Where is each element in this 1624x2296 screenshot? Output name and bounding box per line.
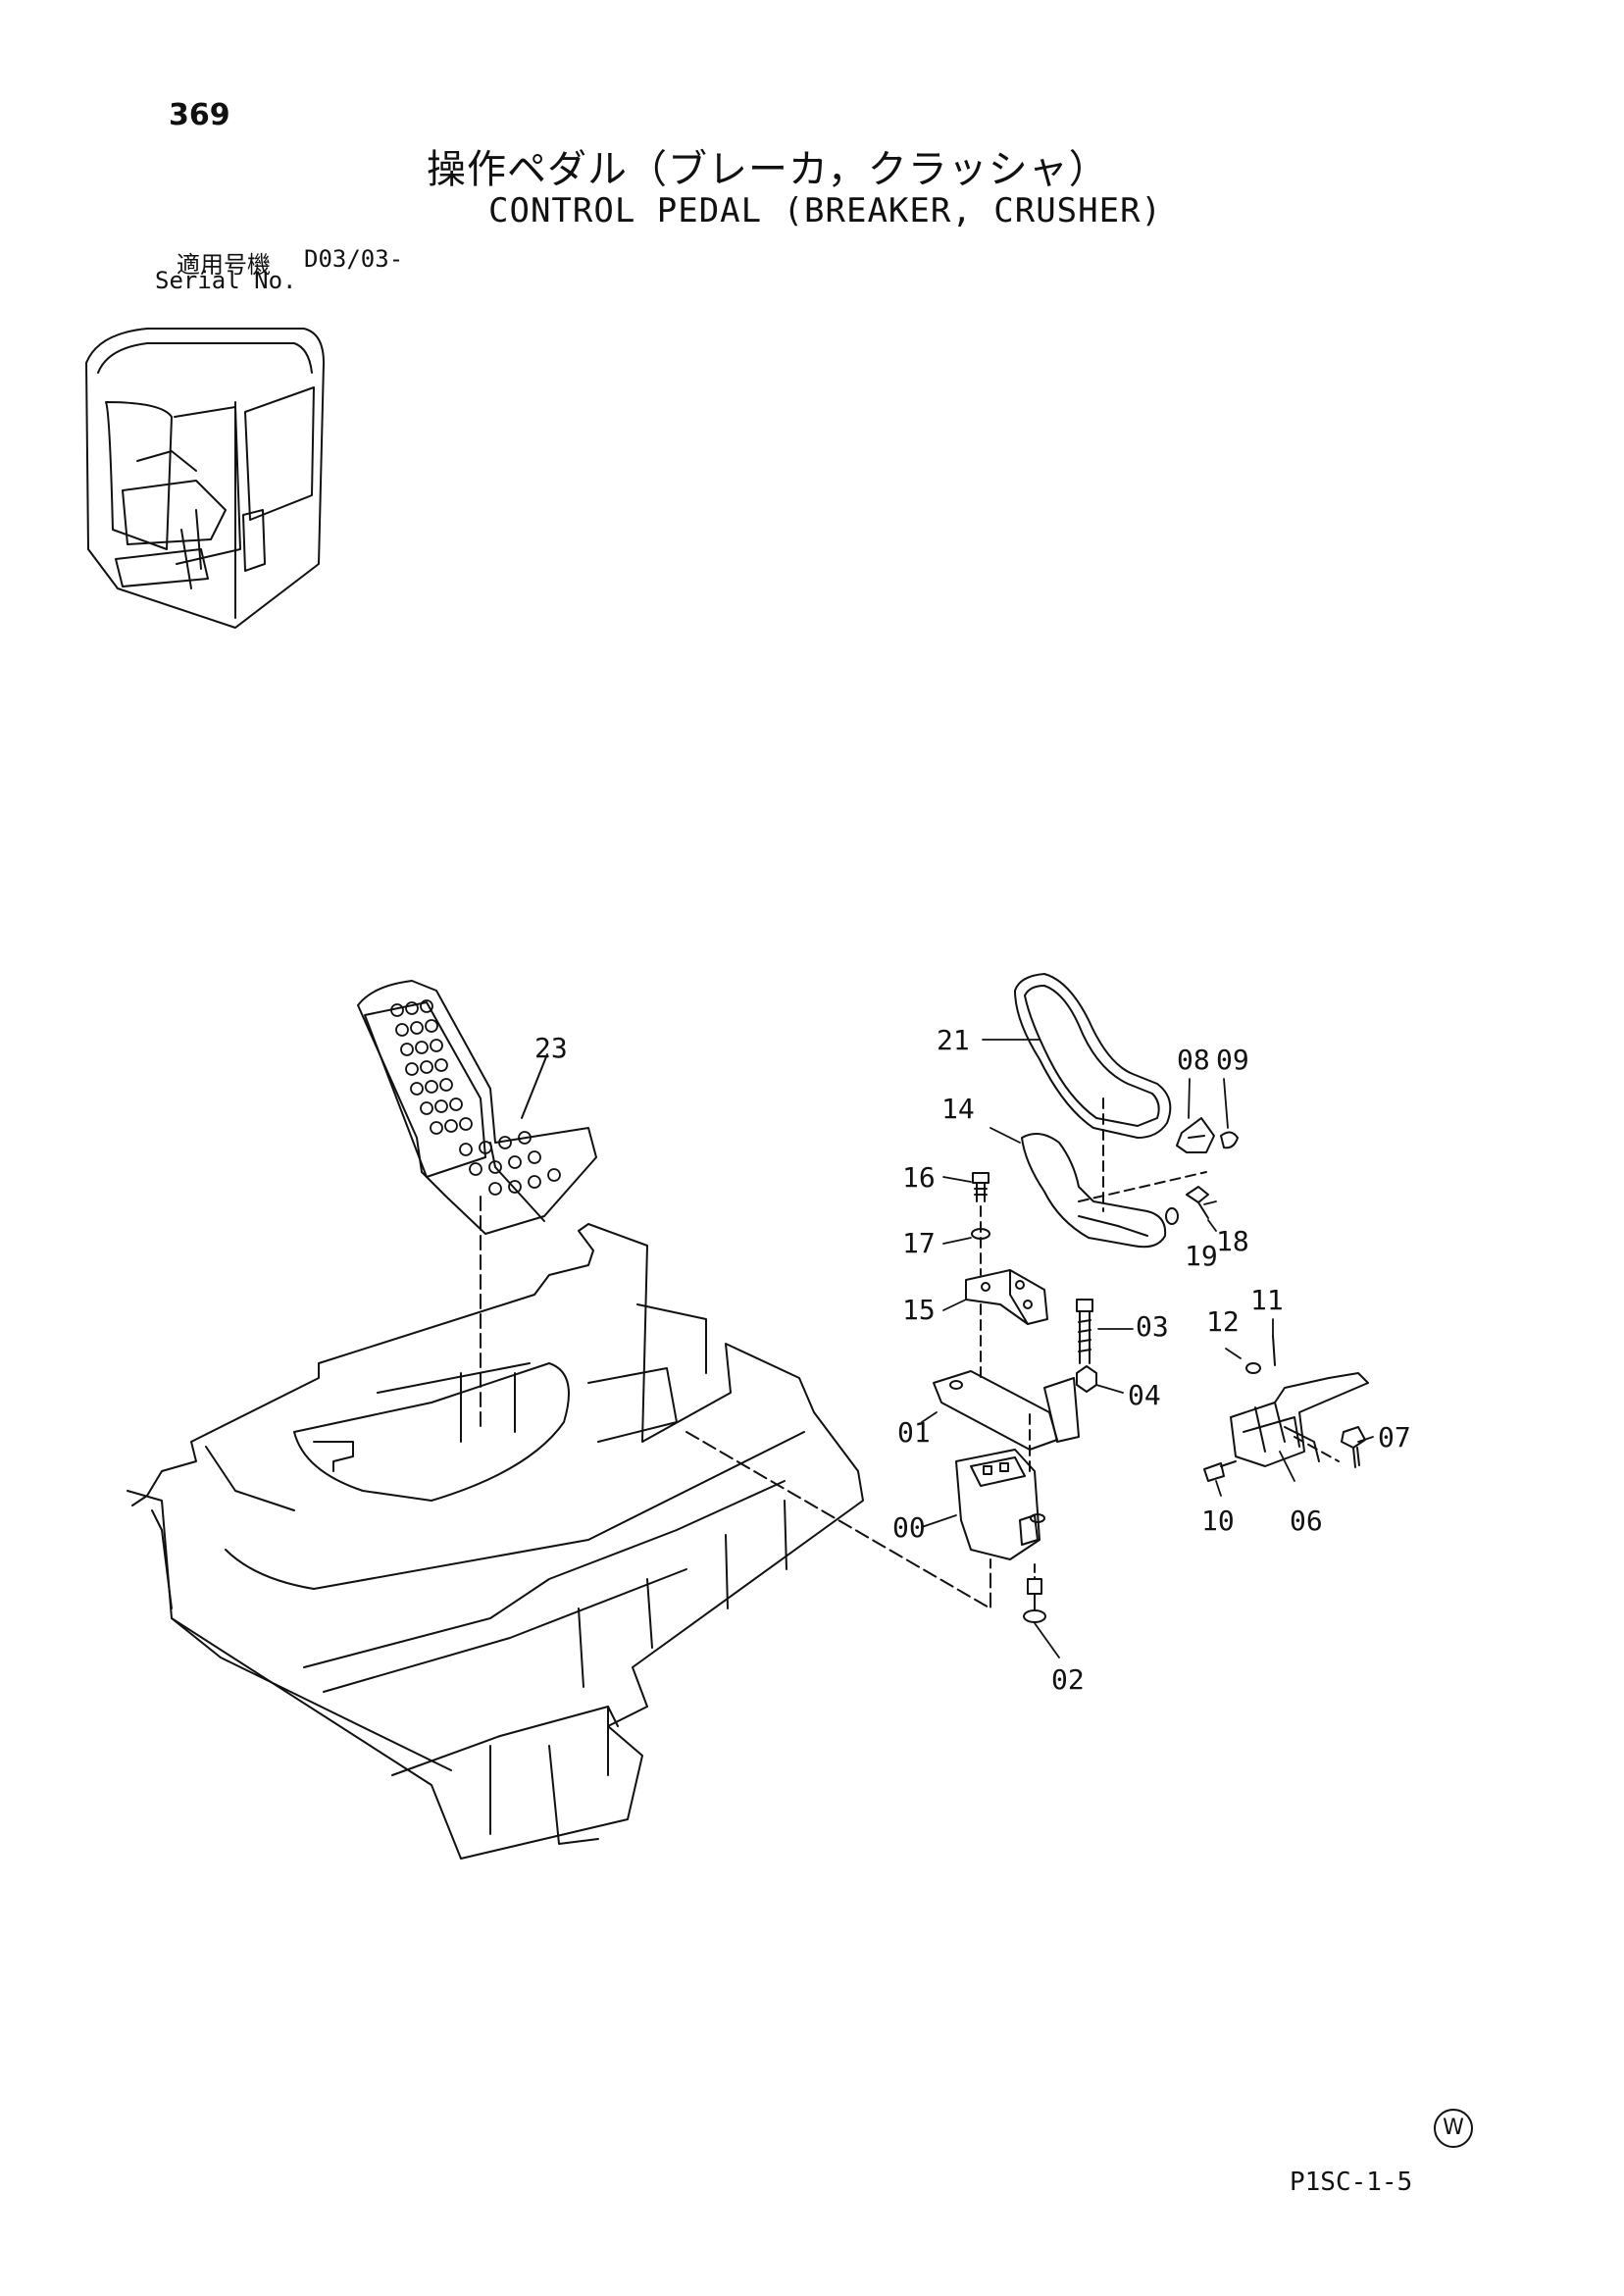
title-japanese: 操作ペダル（ブレーカ，クラッシャ） [427, 147, 1109, 192]
callout-18: 18 [1216, 1225, 1249, 1257]
serial-value: D03/03- [304, 245, 404, 273]
page-code: P1SC-1-5 [1290, 2168, 1413, 2197]
bolt-part-18 [1186, 1186, 1209, 1219]
watermark-logo: W [1434, 2109, 1473, 2148]
bolt-part-07 [1294, 1426, 1366, 1468]
callout-08: 08 [1177, 1044, 1210, 1076]
callout-04: 04 [1128, 1379, 1161, 1411]
callout-01: 01 [897, 1416, 931, 1449]
bracket-assembly-part-06 [1230, 1372, 1369, 1467]
pedal-plate-part-14 [1021, 1097, 1207, 1249]
callout-09: 09 [1216, 1044, 1249, 1076]
callout-19: 19 [1185, 1240, 1218, 1272]
pilot-valve-part-00 [955, 1411, 1045, 1560]
title-english: CONTROL PEDAL (BREAKER, CRUSHER) [488, 191, 1163, 230]
latch-part-08 [1176, 1117, 1215, 1153]
callout-12: 12 [1206, 1305, 1240, 1338]
callout-02: 02 [1051, 1663, 1085, 1696]
callout-21: 21 [937, 1024, 970, 1056]
bolt-part-10 [1203, 1460, 1237, 1482]
bolt-part-03 [1076, 1299, 1093, 1364]
callout-16: 16 [902, 1161, 936, 1194]
callout-17: 17 [902, 1227, 936, 1259]
callout-23: 23 [534, 1032, 568, 1064]
mounting-plate-part-01 [933, 1370, 1080, 1451]
pin-part-11 [1272, 1335, 1276, 1366]
serial-label-english: Serial No. [155, 267, 297, 294]
callout-leaders [921, 1039, 1374, 1658]
screw-part-16 [972, 1172, 990, 1202]
callout-15: 15 [902, 1294, 936, 1326]
callout-00: 00 [892, 1511, 926, 1544]
callout-labels: 23 21 08 09 14 16 18 17 19 15 03 11 12 0… [534, 1024, 1411, 1696]
cab-floor [127, 1223, 864, 1860]
callout-03: 03 [1136, 1310, 1169, 1343]
page-number: 369 [169, 98, 230, 132]
pedal-cover-part-23 [357, 980, 597, 1433]
nut-part-04 [1076, 1365, 1097, 1393]
callout-14: 14 [941, 1093, 975, 1125]
pin-part-09 [1220, 1131, 1239, 1149]
callout-07: 07 [1378, 1421, 1411, 1454]
pad-part-21 [1014, 973, 1172, 1139]
washer-part-19 [1165, 1207, 1179, 1225]
callout-11: 11 [1250, 1284, 1284, 1316]
callout-06: 06 [1290, 1505, 1323, 1537]
washer-part-12 [1245, 1362, 1261, 1374]
bolt-part-02 [1023, 1563, 1046, 1623]
bracket-part-15 [965, 1269, 1048, 1384]
callout-10: 10 [1201, 1505, 1235, 1537]
serial-label-japanese: 適用号機 [177, 251, 271, 279]
cab-thumbnail [85, 328, 325, 629]
